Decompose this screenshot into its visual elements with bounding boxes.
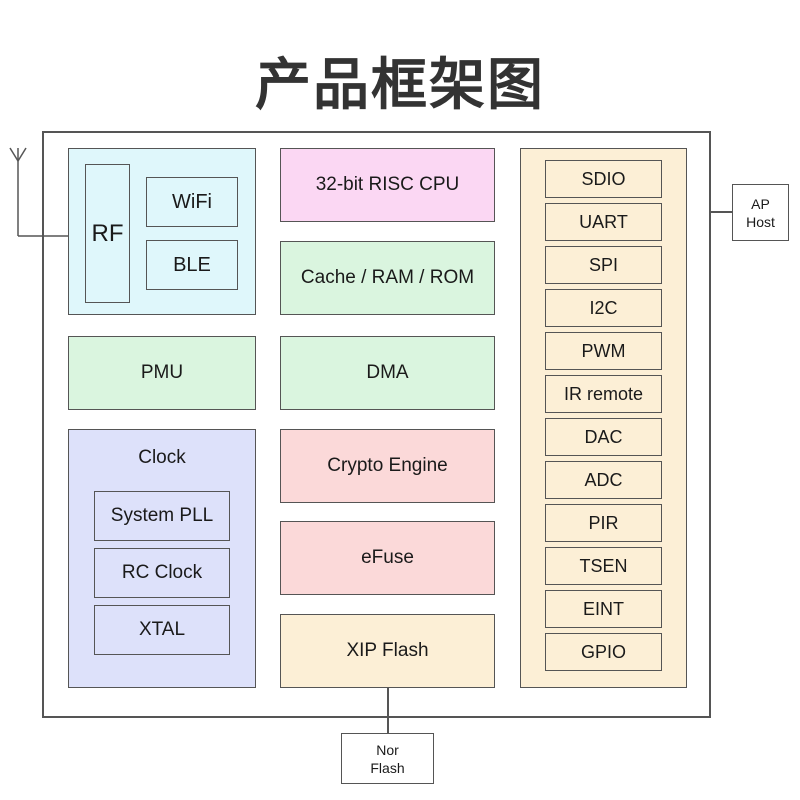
pmu-block: PMU	[68, 336, 256, 410]
crypto-engine-block: Crypto Engine	[280, 429, 495, 503]
peripheral-ir-remote: IR remote	[545, 375, 662, 413]
xtal-block: XTAL	[94, 605, 230, 655]
ap-host-block: AP Host	[732, 184, 789, 241]
peripheral-pir: PIR	[545, 504, 662, 542]
clock-group	[68, 429, 256, 688]
cpu-block: 32-bit RISC CPU	[280, 148, 495, 222]
ap-host-line2: Host	[746, 213, 775, 230]
peripheral-spi: SPI	[545, 246, 662, 284]
peripheral-gpio: GPIO	[545, 633, 662, 671]
peripheral-sdio: SDIO	[545, 160, 662, 198]
clock-label: Clock	[138, 447, 186, 468]
peripheral-eint: EINT	[545, 590, 662, 628]
ble-block: BLE	[146, 240, 238, 290]
memory-block: Cache / RAM / ROM	[280, 241, 495, 315]
nor-flash-block: Nor Flash	[341, 733, 434, 784]
peripheral-pwm: PWM	[545, 332, 662, 370]
page-title: 产品框架图	[255, 53, 545, 118]
rc-clock-block: RC Clock	[94, 548, 230, 598]
dma-block: DMA	[280, 336, 495, 410]
ap-host-line1: AP	[751, 195, 770, 212]
nor-flash-line1: Nor	[376, 741, 399, 758]
peripheral-tsen: TSEN	[545, 547, 662, 585]
peripheral-adc: ADC	[545, 461, 662, 499]
nor-flash-line2: Flash	[370, 759, 405, 776]
rf-block: RF	[85, 164, 130, 303]
peripheral-i2c: I2C	[545, 289, 662, 327]
wifi-block: WiFi	[146, 177, 238, 227]
peripheral-dac: DAC	[545, 418, 662, 456]
efuse-block: eFuse	[280, 521, 495, 595]
chip-boundary	[42, 131, 711, 718]
rf-group	[68, 148, 256, 315]
system-pll-block: System PLL	[94, 491, 230, 541]
peripheral-uart: UART	[545, 203, 662, 241]
nor-flash-connector	[387, 688, 389, 733]
xip-flash-block: XIP Flash	[280, 614, 495, 688]
ap-host-connector	[711, 211, 733, 213]
